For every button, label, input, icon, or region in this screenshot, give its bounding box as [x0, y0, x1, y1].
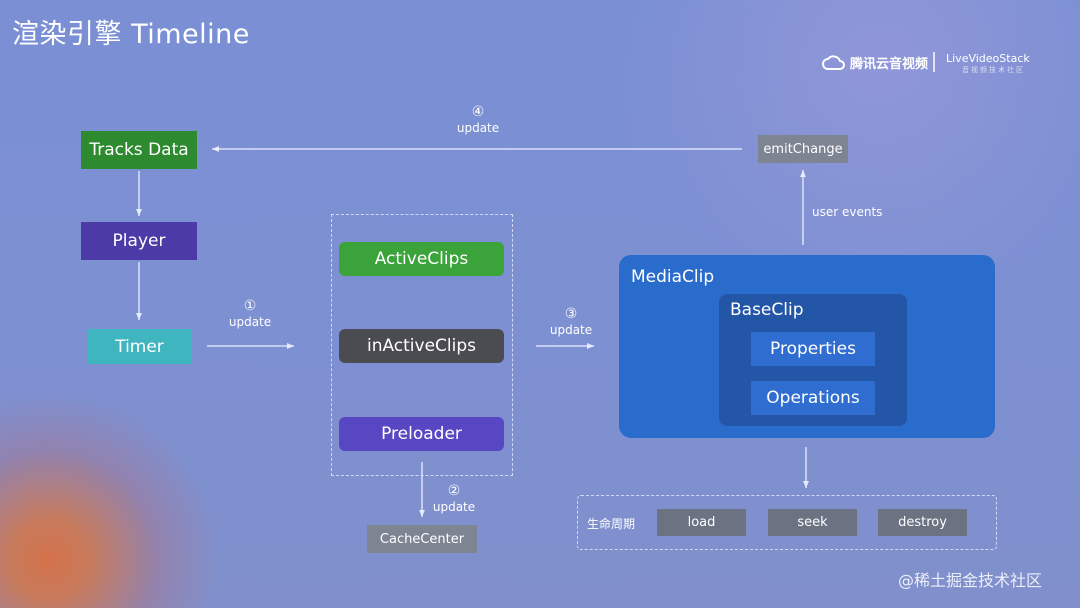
edge-2-number: ②: [447, 483, 461, 499]
edge-3-text: update: [549, 323, 593, 337]
edge-1-label: ① update: [220, 298, 280, 330]
lifecycle-seek: seek: [768, 509, 857, 536]
user-events-label: user events: [812, 205, 883, 219]
operations-node: Operations: [751, 381, 875, 415]
edge-4-number: ④: [471, 104, 485, 120]
edge-2-label: ② update: [424, 483, 484, 515]
edge-3-number: ③: [564, 306, 578, 322]
page-title: 渲染引擎 Timeline: [12, 19, 250, 50]
edge-3-label: ③ update: [541, 306, 601, 338]
lifecycle-label: 生命周期: [587, 517, 636, 531]
livevideostack-logo: LiveVideoStack: [946, 52, 1030, 65]
inactive-clips-node: inActiveClips: [339, 329, 504, 363]
logo-divider: [933, 52, 935, 72]
edge-4-label: ④ update: [448, 104, 508, 136]
player-node: Player: [81, 222, 197, 260]
tencent-logo-text: 腾讯云音视频: [850, 57, 929, 72]
edge-2-text: update: [432, 500, 476, 514]
edge-1-number: ①: [243, 298, 257, 314]
edge-1-text: update: [228, 315, 272, 329]
edge-4-text: update: [456, 121, 500, 135]
emit-change-node: emitChange: [758, 135, 848, 163]
base-clip-label: BaseClip: [730, 300, 804, 320]
active-clips-node: ActiveClips: [339, 242, 504, 276]
media-clip-label: MediaClip: [631, 267, 715, 287]
lifecycle-destroy: destroy: [878, 509, 967, 536]
lifecycle-group: [577, 495, 997, 550]
watermark: @稀土掘金技术社区: [898, 571, 1043, 590]
livevideostack-subtitle: 音视频技术社区: [962, 66, 1025, 74]
tracks-data-node: Tracks Data: [81, 131, 197, 169]
lifecycle-load: load: [657, 509, 746, 536]
properties-node: Properties: [751, 332, 875, 366]
cloud-icon: [822, 54, 845, 70]
clips-group: [331, 214, 513, 476]
cache-center-node: CacheCenter: [367, 525, 477, 553]
tencent-logo: 腾讯云音视频: [822, 53, 928, 72]
timer-node: Timer: [88, 329, 191, 364]
preloader-node: Preloader: [339, 417, 504, 451]
